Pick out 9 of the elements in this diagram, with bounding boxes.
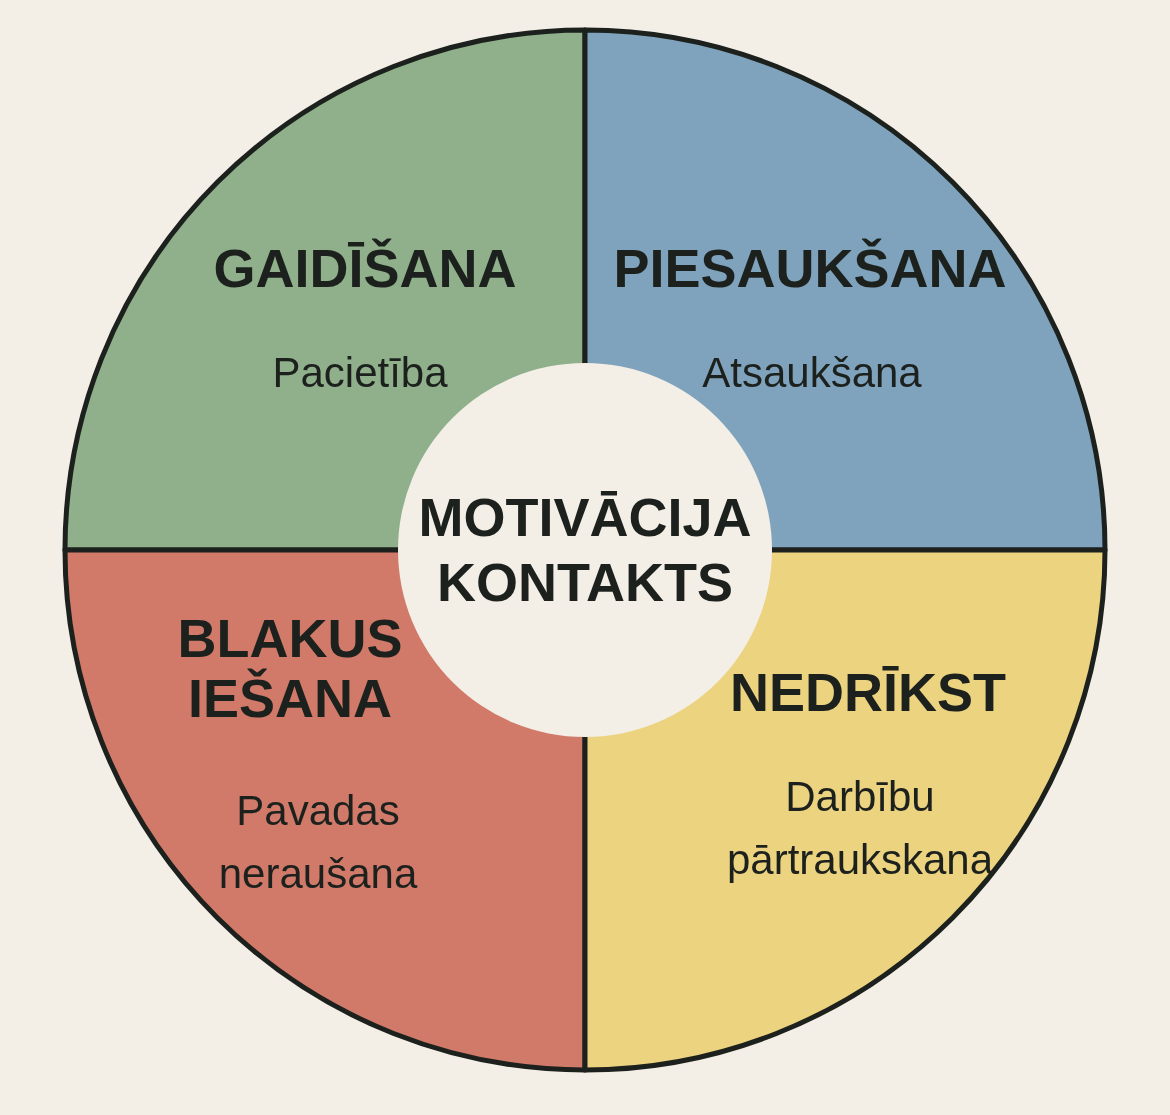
segment-heading: NEDRĪKST (729, 661, 1007, 723)
segment-text: Atsaukšana (701, 347, 923, 398)
center-label: MOTIVĀCIJA KONTAKTS (417, 486, 753, 614)
segment-heading: GAIDĪŠANA (212, 237, 518, 299)
segment-text: Pacietība (271, 347, 449, 398)
segment-heading: PIESAUKŠANA (612, 237, 1008, 299)
segment-text: Pavadas neraušana (217, 786, 419, 899)
segment-heading: BLAKUS IEŠANA (176, 607, 404, 729)
segment-text: Darbību pārtraukskana (725, 772, 995, 885)
